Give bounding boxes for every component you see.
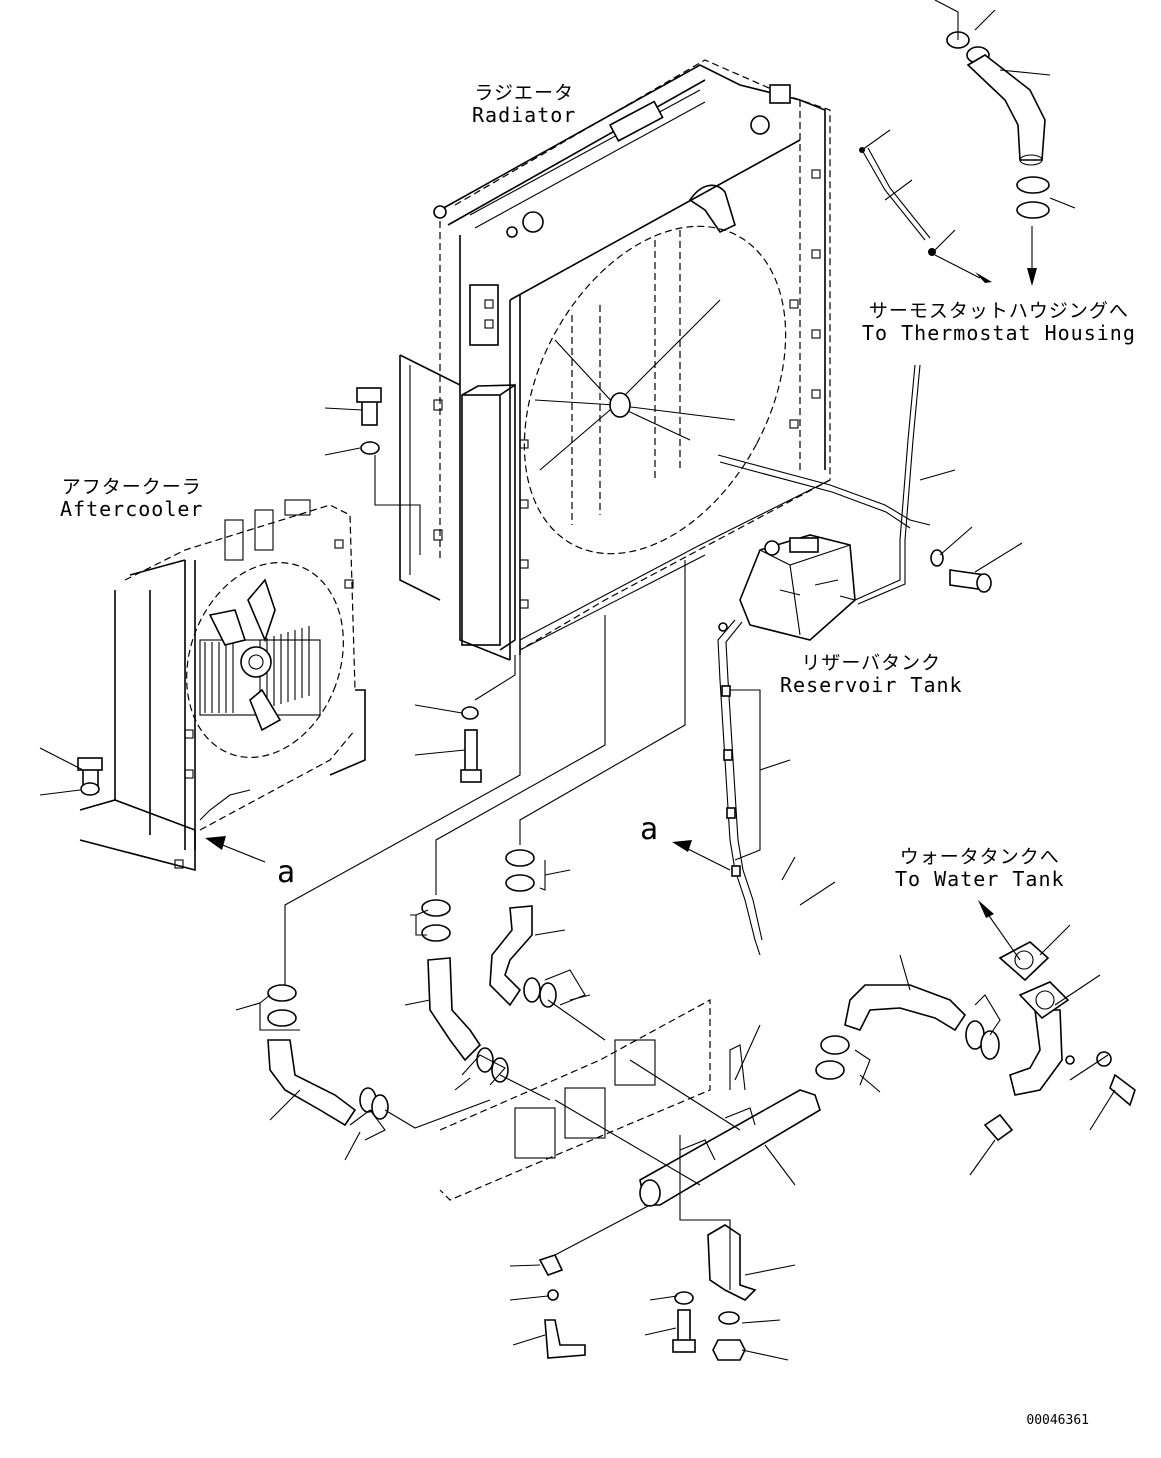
reservoir-label: リザーバタンク Reservoir Tank [780,652,963,696]
reservoir-label-en: Reservoir Tank [780,673,963,697]
lower-frame-panels [439,998,711,1201]
radiator-label: ラジエータ Radiator [472,82,576,126]
reference-mark-a-right: a [640,812,659,847]
arrow-a-left [205,836,226,850]
leader-lines [39,0,1116,1361]
arrow-a-right [672,840,692,852]
reference-mark-a-left: a [277,855,296,890]
radiator-label-jp: ラジエータ [474,82,574,104]
aftercooler-label-en: Aftercooler [60,497,204,521]
reservoir-label-jp: リザーバタンク [801,652,942,674]
aftercooler-label-jp: アフタークーラ [61,476,202,498]
thermostat-label: サーモスタットハウジングへ To Thermostat Housing [862,300,1136,344]
drawing-code: 00046361 [1026,1413,1089,1428]
thermostat-hose-group [859,31,1050,286]
thermostat-label-en: To Thermostat Housing [862,321,1136,345]
reservoir-tank [717,534,856,956]
overflow-tube [717,364,931,605]
bolt-right [930,549,992,593]
thermostat-label-jp: サーモスタットハウジングへ [868,300,1129,322]
aftercooler-assembly [79,499,366,872]
arrows [205,836,994,918]
aftercooler-label: アフタークーラ Aftercooler [60,476,203,520]
radiator-label-en: Radiator [472,103,577,127]
lower-hoses [267,849,1136,1142]
water-tank-label: ウォータタンクへ To Water Tank [895,846,1065,890]
arrow-to-water-tank [978,900,994,918]
water-tank-label-jp: ウォータタンクへ [899,846,1060,868]
radiator-assembly [399,59,831,661]
mount-bolts-left [77,387,482,796]
water-tank-label-en: To Water Tank [895,867,1065,891]
connecting-pipe [538,1044,821,1361]
